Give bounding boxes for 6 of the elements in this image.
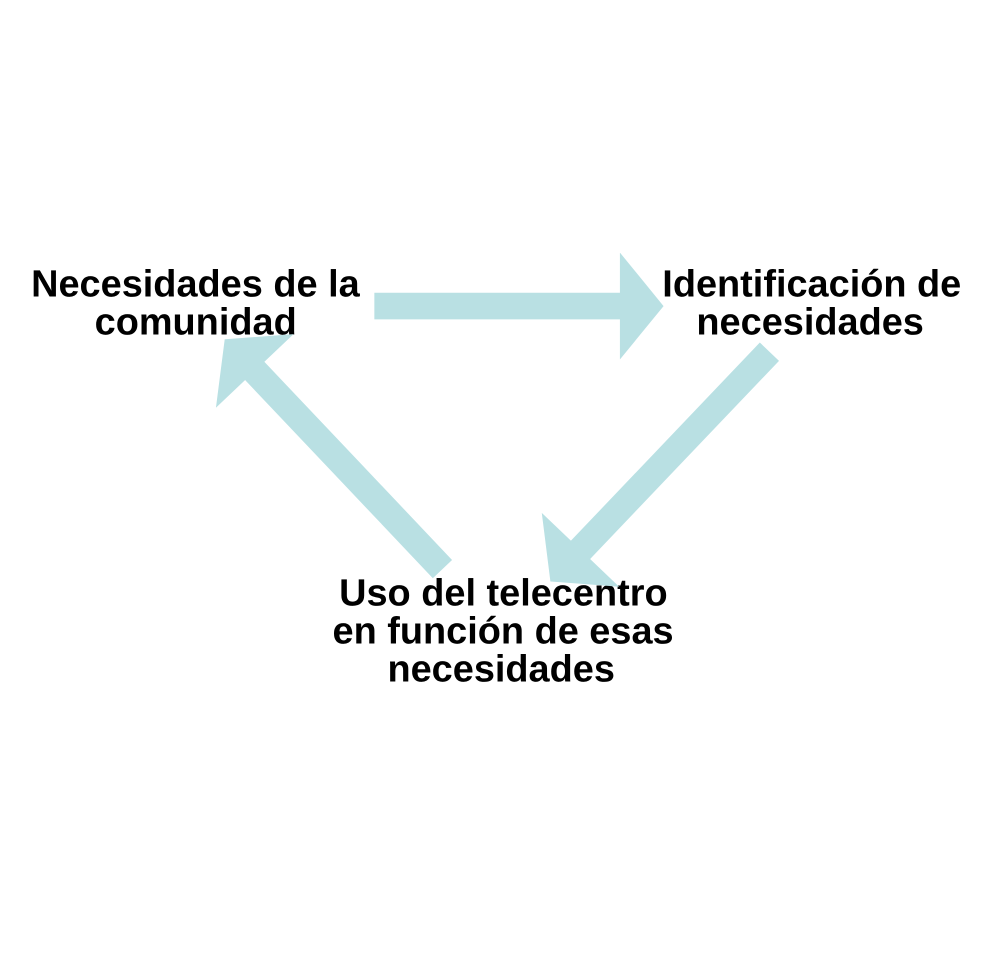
node-text: Uso del telecentro en función de esas necesidades — [332, 572, 674, 690]
arrow — [216, 334, 452, 578]
node-text: Identificación de necesidades — [662, 263, 962, 343]
node-text: Necesidades de la comunidad — [31, 263, 360, 343]
arrow — [374, 252, 664, 360]
arrow — [542, 342, 780, 586]
